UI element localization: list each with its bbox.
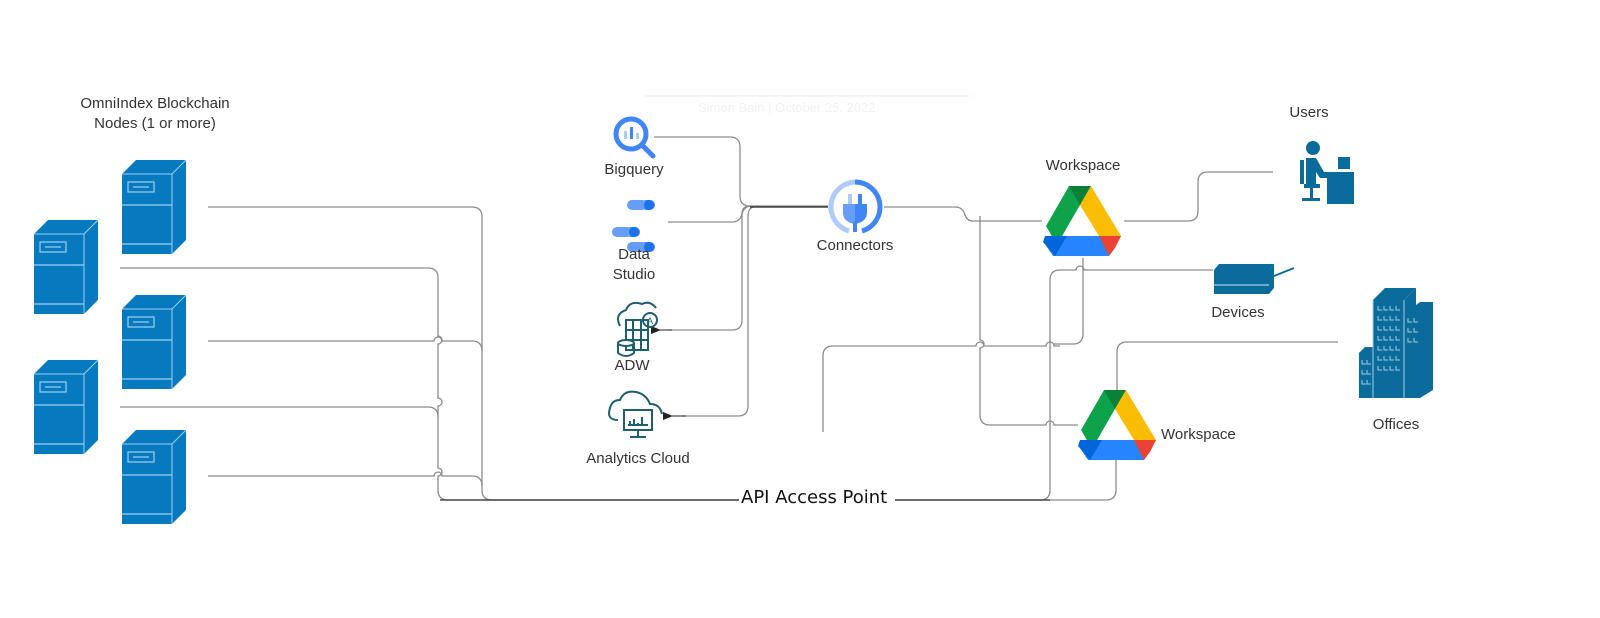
workspace-top-label: Workspace bbox=[1045, 157, 1121, 174]
data-studio-label: Data Studio bbox=[584, 245, 684, 285]
workspace-to-users bbox=[1124, 171, 1273, 222]
workspace-top-down bbox=[1054, 258, 1084, 345]
middle-horizontal bbox=[822, 341, 1060, 432]
connector-to-workspace bbox=[884, 206, 1042, 222]
connector-server-4 bbox=[120, 406, 439, 418]
connector-adw bbox=[668, 205, 751, 331]
server-icon bbox=[33, 219, 99, 315]
data-studio-label-line1: Data bbox=[618, 246, 650, 263]
devices-label: Devices bbox=[1211, 304, 1265, 321]
connector-analytics bbox=[682, 205, 759, 417]
user-at-desk-icon bbox=[1300, 141, 1354, 204]
server-icon bbox=[121, 159, 187, 255]
workspace-bottom-label: Workspace bbox=[1161, 426, 1236, 443]
connectors-label: Connectors bbox=[816, 237, 894, 254]
server-icon bbox=[33, 359, 99, 455]
api-access-point-label: API Access Point bbox=[739, 487, 890, 509]
users-label: Users bbox=[1289, 104, 1329, 121]
svg-text:A: A bbox=[647, 316, 653, 326]
adw-icon: A bbox=[617, 301, 658, 357]
faded-author-date: Simon Bain | October 25, 2022 bbox=[698, 100, 876, 115]
nodes-title: OmniIndex Blockchain Nodes (1 or more) bbox=[65, 94, 245, 134]
server-icon bbox=[121, 294, 187, 390]
api-bus-right bbox=[895, 265, 1213, 501]
connector-server-5 bbox=[208, 471, 483, 487]
google-drive-icon bbox=[1043, 186, 1121, 256]
connector-data-studio bbox=[668, 205, 753, 223]
nodes-title-line2: Nodes (1 or more) bbox=[94, 115, 216, 132]
data-studio-icon bbox=[612, 200, 655, 252]
adw-label: ADW bbox=[614, 357, 650, 374]
connector-server-2 bbox=[120, 267, 740, 501]
bigquery-label: Bigquery bbox=[604, 161, 664, 178]
workspace-bottom-offices bbox=[1116, 341, 1338, 390]
device-icon bbox=[1214, 264, 1295, 294]
connection-lines bbox=[120, 136, 1338, 501]
connector-server-3 bbox=[208, 336, 483, 352]
data-studio-label-line2: Studio bbox=[612, 266, 656, 283]
connector-bigquery bbox=[654, 136, 828, 207]
analytics-cloud-icon bbox=[608, 390, 663, 438]
google-drive-icon bbox=[1078, 390, 1156, 460]
office-building-icon bbox=[1359, 288, 1433, 398]
nodes-title-line1: OmniIndex Blockchain bbox=[80, 95, 230, 112]
server-icon bbox=[121, 429, 187, 525]
plug-icon bbox=[828, 179, 883, 234]
api-bus-right-2 bbox=[895, 460, 1117, 501]
offices-label: Offices bbox=[1372, 416, 1420, 433]
bigquery-icon bbox=[613, 116, 656, 159]
analytics-cloud-label: Analytics Cloud bbox=[586, 450, 690, 467]
